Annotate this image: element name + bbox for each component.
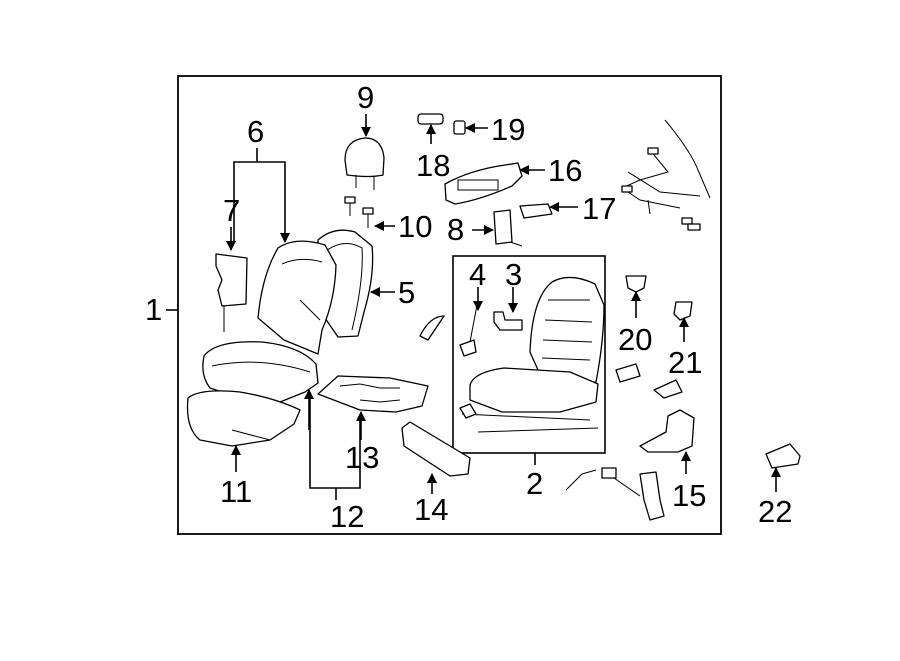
power-seat-switch [519, 203, 553, 219]
callout-15: 15 [672, 478, 706, 513]
seat-cushion-cover [186, 390, 301, 447]
callout-11: 11 [220, 474, 252, 509]
bracket-20 [625, 275, 647, 293]
callout-22: 22 [758, 494, 792, 529]
adjuster-knob-small [453, 120, 466, 135]
callout-20: 20 [618, 322, 652, 357]
callout-1: 1 [145, 292, 162, 327]
callout-4: 4 [469, 257, 486, 292]
outer-bracket [765, 443, 801, 469]
seat-belt-buckle [565, 467, 665, 521]
callout-13: 13 [345, 440, 379, 475]
seat-frame-and-track [459, 276, 605, 433]
callout-6: 6 [247, 114, 264, 149]
adjuster-knob [417, 113, 444, 125]
callout-9: 9 [357, 80, 374, 115]
side-shield [444, 162, 523, 205]
lumbar-bracket [493, 311, 523, 331]
recliner-link [459, 304, 478, 357]
switch-bracket [493, 209, 523, 247]
recliner-cover [639, 409, 695, 453]
bracket-21 [673, 301, 693, 321]
callout-7: 7 [223, 193, 240, 228]
callout-2: 2 [526, 466, 543, 501]
seatback-heater [215, 253, 248, 332]
seat-cushion-pad [202, 341, 319, 405]
side-bracket [419, 315, 445, 341]
assembly-frame [177, 75, 722, 535]
small-bracket [653, 379, 683, 399]
callout-12: 12 [330, 499, 364, 534]
seat-track-subframe [452, 255, 606, 454]
wiring-harness [620, 119, 711, 231]
seatback-pad [257, 240, 337, 355]
leader-lines [166, 114, 781, 500]
headrest [344, 137, 385, 190]
callout-8: 8 [447, 212, 464, 247]
callout-19: 19 [491, 112, 525, 147]
hinge-cover [615, 363, 641, 383]
callout-5: 5 [398, 275, 415, 310]
callout-17: 17 [582, 191, 616, 226]
callout-3: 3 [505, 257, 522, 292]
callout-16: 16 [548, 153, 582, 188]
headrest-guides [344, 196, 374, 228]
side-trim [401, 421, 471, 477]
callout-21: 21 [668, 345, 702, 380]
callout-10: 10 [398, 209, 432, 244]
callout-18: 18 [416, 148, 450, 183]
callout-14: 14 [414, 492, 448, 527]
seat-cushion-heater [317, 375, 429, 413]
